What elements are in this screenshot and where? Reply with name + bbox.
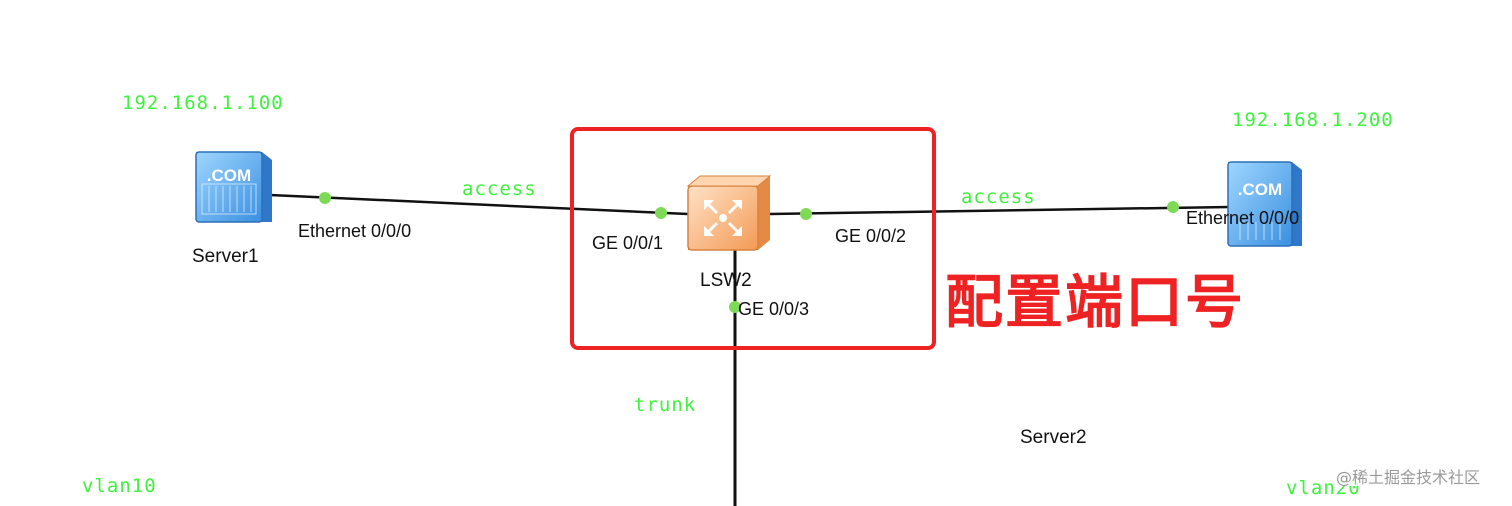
server2-ip: 192.168.1.200 [1232,109,1394,131]
server2-name: Server2 [1020,427,1087,448]
server1-ip: 192.168.1.100 [122,92,284,114]
port-dot-server2 [1167,201,1179,213]
watermark: @稀土掘金技术社区 [1336,468,1481,487]
switch-port-ge002: GE 0/0/2 [835,226,907,246]
port-dot-ge003 [729,301,741,313]
server2-port-label: Ethernet 0/0/0 [1186,208,1300,228]
annotation-text: 配置端口号 [945,268,1246,336]
port-dot-ge001 [655,207,667,219]
link-server1-switch[interactable] [269,193,689,216]
server-com-icon[interactable]: .COM [195,151,272,223]
link-switch-server2[interactable] [769,205,1231,216]
link-left-mode: access [462,178,537,200]
link-right-mode: access [961,186,1036,208]
switch-icon[interactable] [686,175,772,251]
switch-port-ge003: GE 0/0/3 [738,299,810,319]
port-dot-server1 [319,192,331,204]
vlan-left: vlan10 [82,475,157,497]
link-down-mode: trunk [634,394,697,416]
port-dot-ge002 [800,208,812,220]
annotation-box [570,127,936,350]
server1-badge: .COM [207,166,251,185]
server-com-icon[interactable]: .COM [1227,161,1302,247]
switch-port-ge001: GE 0/0/1 [592,233,664,253]
server1-name: Server1 [192,246,259,267]
server1-port-label: Ethernet 0/0/0 [298,221,412,241]
switch-name: LSW2 [700,270,752,291]
server2-badge: .COM [1238,180,1282,199]
